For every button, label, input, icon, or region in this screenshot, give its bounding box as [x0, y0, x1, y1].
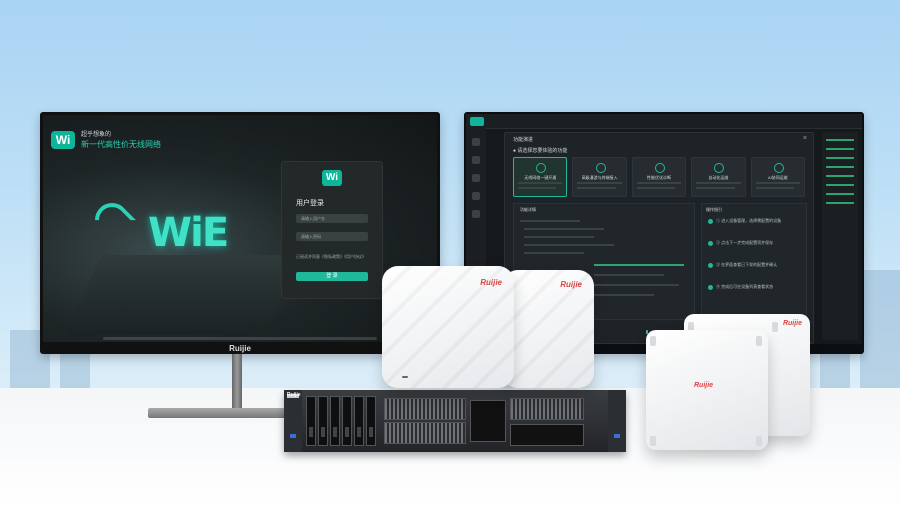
monitor-base [148, 408, 328, 418]
wi-logo: Wi [51, 131, 75, 149]
login-panel: Wi 用户登录 请输入用户名 请输入密码 已阅读并同意《隐私政策》《用户协议》 … [281, 161, 383, 299]
feature-icon [536, 163, 547, 173]
vent-grille [510, 398, 584, 420]
wie-hero-text: WiE [148, 210, 229, 256]
login-button[interactable]: 登 录 [296, 272, 368, 281]
psu-module [510, 424, 584, 446]
feature-card[interactable]: 高级漫游与终端接入 [572, 157, 627, 197]
guide-step: ③ 在界面查看已下发的配置并确认 [716, 262, 778, 267]
step-icon [708, 285, 713, 290]
feature-card[interactable]: 自动化运维 [691, 157, 746, 197]
monitor-bezel-logo: Ruijie [229, 344, 251, 353]
nav-icon[interactable] [472, 174, 480, 182]
status-led [290, 434, 296, 438]
nav-icon[interactable] [472, 210, 480, 218]
status-led [402, 376, 408, 378]
console-logo [470, 117, 484, 126]
server-logo: Ruijie [287, 392, 301, 398]
wifi-icon [87, 195, 137, 245]
footer-text [103, 337, 377, 340]
ap-logo: Ruijie [480, 278, 502, 287]
guide-step: ④ 完成后可在设备列表查看状态 [716, 284, 774, 289]
status-led [614, 434, 620, 438]
login-logo: Wi [322, 170, 342, 186]
right-monitor: 功能演进 × ● 请选择您要体验的功能 无线网络一键开通 高级漫游与终端接入 性… [464, 112, 864, 354]
vent-grille [384, 422, 466, 444]
panel-title: 功能详情 [520, 207, 536, 212]
io-ports [470, 400, 506, 442]
feature-icon [595, 163, 606, 173]
agreement-checkbox[interactable]: 已阅读并同意《隐私政策》《用户协议》 [296, 254, 366, 259]
ap-logo: Ruijie [560, 280, 582, 289]
nav-icon[interactable] [472, 138, 480, 146]
step-icon [708, 219, 713, 224]
login-screen: Wi 超乎想象的 新一代高性价无线网络 WiE Wi 用户登录 请输入用户名 请… [43, 115, 437, 342]
feature-card[interactable]: 无线网络一键开通 [513, 157, 568, 197]
rack-server: Ruijie [284, 390, 626, 452]
feature-icon [655, 163, 666, 173]
username-field[interactable]: 请输入用户名 [296, 214, 368, 223]
feature-card[interactable]: AI协同运维 [750, 157, 806, 197]
top-bar [466, 114, 862, 129]
platform-graphic [64, 255, 302, 335]
ap-logo: Ruijie [782, 320, 802, 327]
feature-cards: 无线网络一键开通 高级漫游与终端接入 性能优化诊断 自动化运维 AI协同运维 [513, 157, 806, 197]
vent-grille [384, 398, 466, 420]
brand-slogan: 新一代高性价无线网络 [81, 140, 161, 149]
step-icon [708, 241, 713, 246]
feature-card[interactable]: 性能优化诊断 [631, 157, 687, 197]
password-field[interactable]: 请输入密码 [296, 232, 368, 241]
login-title: 用户登录 [296, 200, 324, 207]
guide-title: 操作指引 [706, 207, 722, 212]
guide-step: ① 进入设备管理，选择需配置的设备 [716, 218, 782, 223]
left-monitor: Wi 超乎想象的 新一代高性价无线网络 WiE Wi 用户登录 请输入用户名 请… [40, 112, 440, 354]
feature-icon [773, 163, 784, 173]
step-icon [708, 263, 713, 268]
monitor-stand [232, 354, 242, 409]
dialog-subtitle: ● 请选择您要体验的功能 [513, 148, 568, 154]
feature-icon [714, 163, 725, 173]
outdoor-ap-front: Ruijie [646, 330, 768, 450]
ceiling-ap-back: Ruijie [502, 270, 594, 388]
status-column [822, 132, 858, 340]
dialog-title: 功能演进 [513, 137, 534, 143]
management-console: 功能演进 × ● 请选择您要体验的功能 无线网络一键开通 高级漫游与终端接入 性… [466, 114, 862, 344]
ceiling-ap-front: Ruijie [382, 266, 514, 388]
guide-step: ② 点击下一步完成配置项并保存 [716, 240, 774, 245]
brand-header: Wi 超乎想象的 新一代高性价无线网络 [51, 131, 161, 149]
nav-icon[interactable] [472, 156, 480, 164]
brand-tagline: 超乎想象的 [81, 132, 112, 138]
drive-bays [306, 396, 376, 446]
nav-icon[interactable] [472, 192, 480, 200]
close-icon[interactable]: × [802, 135, 807, 142]
ap-logo: Ruijie [694, 382, 714, 389]
guide-panel: 操作指引 ① 进入设备管理，选择需配置的设备 ② 点击下一步完成配置项并保存 ③… [701, 203, 807, 320]
